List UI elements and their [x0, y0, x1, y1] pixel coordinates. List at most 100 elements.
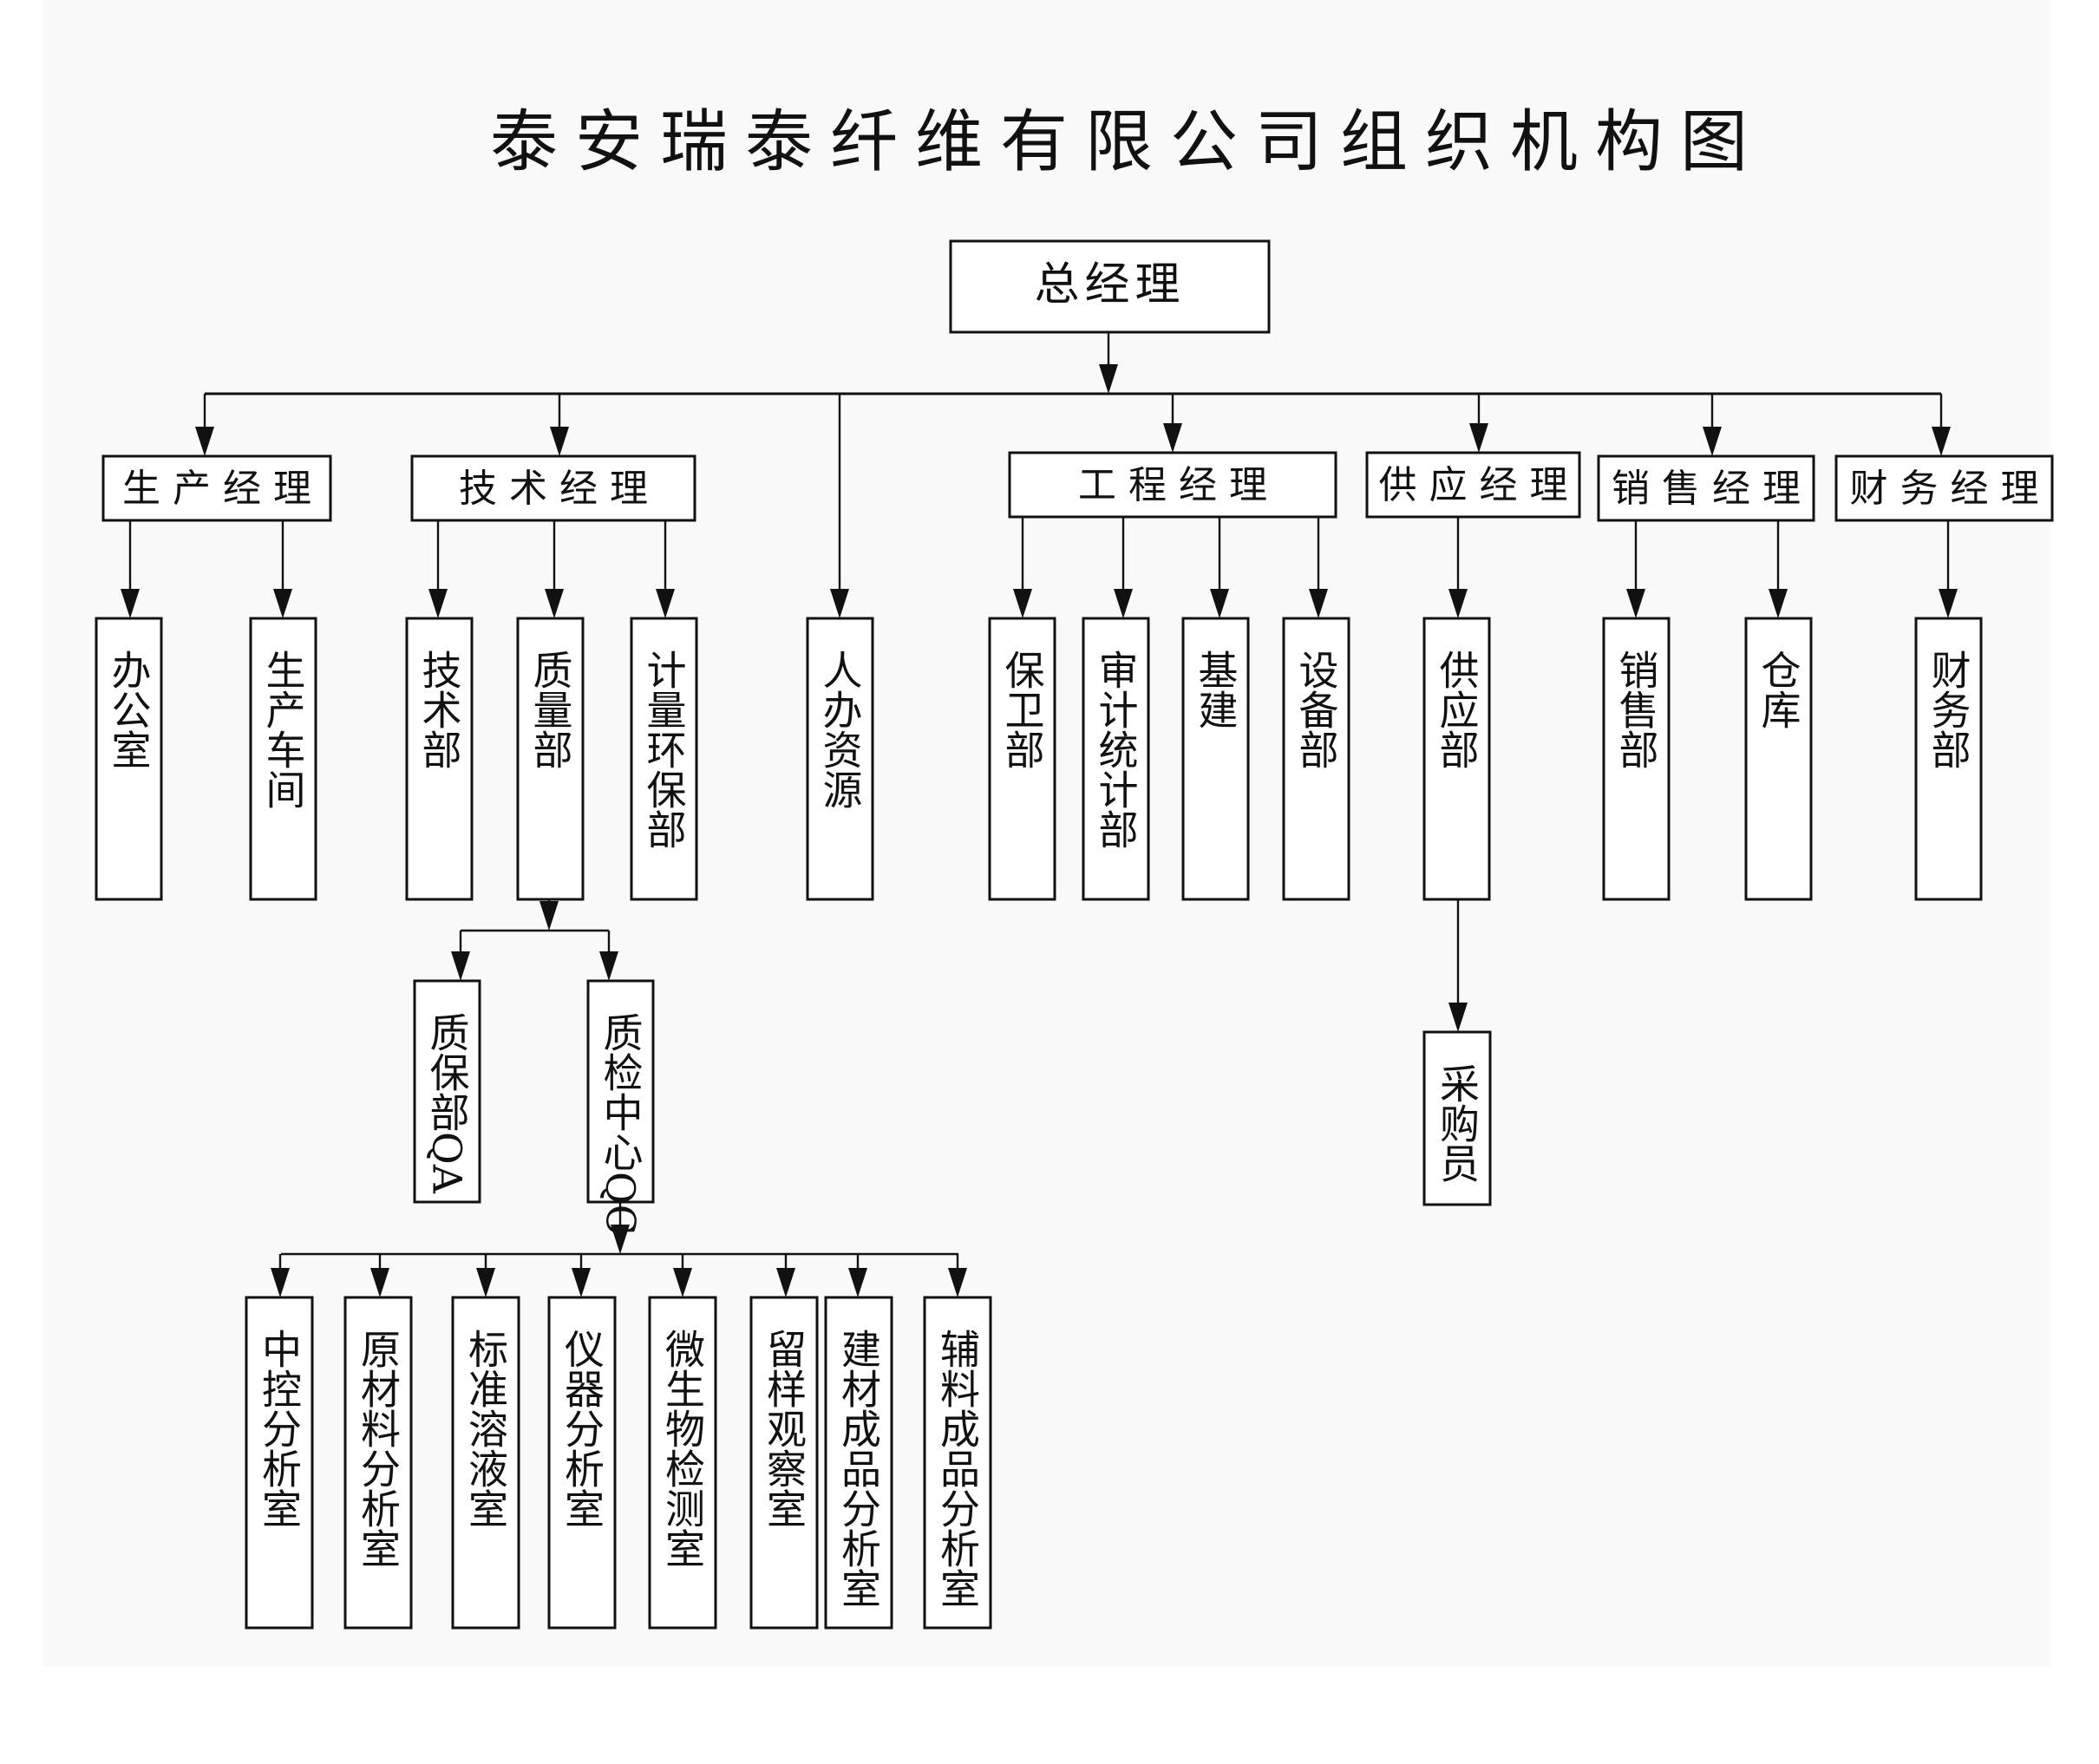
qc-lab[interactable]: 微生物检测室 [648, 1296, 717, 1630]
qc-lab-label: 建材成品分析室 [835, 1329, 882, 1608]
dept-audit-stats-frame [1082, 617, 1150, 901]
manager-production[interactable]: 生 产 经 理 [101, 454, 332, 522]
dept-audit-stats-label: 审计统计部 [1093, 650, 1140, 849]
qc-lab[interactable]: 仪器分析室 [547, 1296, 617, 1630]
dept-supply-dept-frame [1422, 617, 1491, 901]
qc-lab-frame [547, 1296, 617, 1630]
arrow-head-icon [550, 427, 569, 456]
manager-finance[interactable]: 财 务 经 理 [1834, 454, 2054, 522]
qc-lab-label: 中控分析室 [256, 1329, 303, 1528]
qc-lab[interactable]: 中控分析室 [245, 1296, 314, 1630]
arrow-head-icon [271, 1268, 290, 1297]
arrow-head-icon [428, 589, 448, 618]
qc-lab-frame [648, 1296, 717, 1630]
manager-production-label: 生 产 经 理 [122, 467, 311, 511]
connectors [121, 332, 1958, 1297]
qc-lab[interactable]: 标准溶液室 [451, 1296, 520, 1630]
arrow-head-icon [1939, 589, 1958, 618]
dept-hr-frame [806, 617, 874, 901]
dept-construction-label: 基建 [1193, 650, 1239, 729]
dept-sales-dept-label: 销售部 [1613, 650, 1660, 769]
qc-lab[interactable]: 留样观察室 [749, 1296, 819, 1630]
chart-title: 泰安瑞泰纤维有限公司组织机构图 [490, 103, 1765, 181]
arrow-head-icon [611, 1225, 630, 1254]
dept-construction-frame [1181, 617, 1250, 901]
purchaser[interactable]: 采购员 [1422, 1030, 1492, 1206]
dept-quality-dept[interactable]: 质量部 [516, 617, 585, 901]
nodes: 总经理生 产 经 理 技 术 经 理 工 程 经 理 供 应 经 理销 售 经 理财 … [95, 239, 2054, 1630]
unit-qc-label: 质检中心QC [598, 1012, 644, 1235]
manager-sales[interactable]: 销 售 经 理 [1597, 454, 1815, 522]
manager-supply-frame [1365, 451, 1581, 519]
dept-sales-dept-frame [1602, 617, 1671, 901]
node-general-manager[interactable]: 总经理 [949, 239, 1271, 334]
dept-security-frame [988, 617, 1056, 901]
manager-technical-frame [410, 454, 696, 522]
arrow-head-icon [1448, 589, 1468, 618]
unit-qa[interactable]: 质保部QA [413, 979, 481, 1204]
qc-lab-label: 标准溶液室 [462, 1329, 509, 1528]
dept-construction[interactable]: 基建 [1181, 617, 1250, 901]
arrow-head-icon [1013, 589, 1032, 618]
arrow-head-icon [830, 589, 849, 618]
arrow-head-icon [599, 951, 618, 981]
manager-engineering-label: 工 程 经 理 [1078, 463, 1267, 507]
arrow-head-icon [539, 901, 559, 931]
arrow-head-icon [1114, 589, 1133, 618]
dept-workshop-frame [249, 617, 317, 901]
unit-qc[interactable]: 质检中心QC [586, 979, 655, 1235]
manager-technical-label: 技 术 经 理 [459, 467, 648, 511]
arrow-head-icon [451, 951, 470, 981]
arrow-head-icon [1210, 589, 1229, 618]
purchaser-label: 采购员 [1434, 1063, 1481, 1183]
dept-metrology-env[interactable]: 计量环保部 [630, 617, 698, 901]
dept-equipment-label: 设备部 [1293, 650, 1340, 769]
dept-supply-dept[interactable]: 供应部 [1422, 617, 1491, 901]
arrow-head-icon [1163, 423, 1182, 453]
qc-lab[interactable]: 辅料成品分析室 [923, 1296, 992, 1630]
arrow-head-icon [545, 589, 564, 618]
manager-engineering[interactable]: 工 程 经 理 [1008, 451, 1337, 519]
qc-lab[interactable]: 建材成品分析室 [824, 1296, 893, 1630]
dept-workshop[interactable]: 生产车间 [249, 617, 317, 901]
arrow-head-icon [1703, 427, 1722, 456]
arrow-head-icon [273, 589, 292, 618]
manager-engineering-frame [1008, 451, 1337, 519]
dept-warehouse-frame [1744, 617, 1813, 901]
unit-qa-label: 质保部QA [424, 1012, 471, 1194]
arrow-head-icon [656, 589, 675, 618]
dept-office-label: 办公室 [106, 650, 153, 769]
dept-finance-dept[interactable]: 财务部 [1914, 617, 1983, 901]
dept-audit-stats[interactable]: 审计统计部 [1082, 617, 1150, 901]
purchaser-frame [1422, 1030, 1492, 1206]
dept-security-label: 保卫部 [999, 650, 1046, 769]
arrow-head-icon [370, 1268, 389, 1297]
dept-equipment[interactable]: 设备部 [1282, 617, 1350, 901]
dept-tech-dept[interactable]: 技术部 [405, 617, 474, 901]
dept-security[interactable]: 保卫部 [988, 617, 1056, 901]
manager-finance-frame [1834, 454, 2054, 522]
arrow-head-icon [776, 1268, 795, 1297]
manager-finance-label: 财 务 经 理 [1850, 467, 2039, 511]
qc-lab[interactable]: 原材料分析室 [343, 1296, 413, 1630]
manager-technical[interactable]: 技 术 经 理 [410, 454, 696, 522]
arrow-head-icon [121, 589, 140, 618]
node-general-manager-frame [949, 239, 1271, 334]
arrow-head-icon [1099, 364, 1118, 394]
manager-supply[interactable]: 供 应 经 理 [1365, 451, 1581, 519]
manager-supply-label: 供 应 经 理 [1379, 463, 1568, 507]
manager-production-frame [101, 454, 332, 522]
dept-tech-dept-label: 技术部 [416, 650, 463, 769]
dept-workshop-label: 生产车间 [260, 650, 307, 809]
qc-lab-frame [923, 1296, 992, 1630]
dept-warehouse[interactable]: 仓库 [1744, 617, 1813, 901]
manager-sales-frame [1597, 454, 1815, 522]
dept-office[interactable]: 办公室 [95, 617, 163, 901]
dept-hr[interactable]: 人办资源 [806, 617, 874, 901]
dept-office-frame [95, 617, 163, 901]
arrow-head-icon [1932, 427, 1951, 456]
dept-metrology-env-frame [630, 617, 698, 901]
arrow-head-icon [572, 1268, 591, 1297]
unit-qa-frame [413, 979, 481, 1204]
dept-sales-dept[interactable]: 销售部 [1602, 617, 1671, 901]
